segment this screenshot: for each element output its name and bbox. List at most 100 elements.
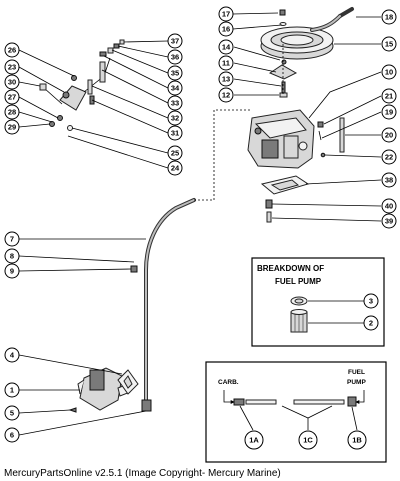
callout-1c [298, 430, 318, 450]
callout-13 [218, 71, 234, 87]
callout-7-label: 7 [10, 235, 14, 244]
callout-6 [4, 427, 20, 443]
fuel-line-box: CARB. FUEL PUMP [205, 361, 387, 463]
callout-19 [381, 104, 397, 120]
carburetor [247, 109, 315, 169]
carb-label: CARB. [218, 379, 239, 386]
fitting-1b [347, 396, 357, 407]
callout-26-label: 26 [8, 46, 16, 55]
callout-18-label: 18 [385, 13, 393, 22]
callout-14 [218, 39, 234, 55]
callout-6-label: 6 [10, 431, 14, 440]
breakdown-title-line2: FUEL PUMP [275, 277, 322, 286]
callout-12 [218, 87, 234, 103]
callout-19-label: 19 [385, 108, 393, 117]
hose-1c-left [245, 399, 277, 405]
bolt-39 [266, 211, 272, 223]
callout-1b [347, 430, 367, 450]
fitting-1a [233, 398, 245, 406]
callout-15-label: 15 [385, 40, 393, 49]
callout-27 [4, 89, 20, 105]
callout-1 [4, 382, 20, 398]
callout-37 [167, 33, 183, 49]
callout-23-label: 23 [8, 63, 16, 72]
fitting-6 [141, 399, 152, 412]
callout-14-label: 14 [222, 43, 231, 52]
callout-9 [4, 263, 20, 279]
callout-7 [4, 231, 20, 247]
hose-1c-right [293, 399, 345, 405]
callout-8 [4, 248, 20, 264]
callout-25-label: 25 [171, 149, 179, 158]
callout-1b-label: 1B [352, 436, 362, 445]
callout-1a-label: 1A [249, 436, 259, 445]
breakdown-box-frame [251, 257, 385, 347]
callout-30-label: 30 [8, 78, 16, 87]
callout-35 [167, 65, 183, 81]
callout-16-label: 16 [222, 25, 230, 34]
callout-33 [167, 95, 183, 111]
callout-12-label: 12 [222, 91, 230, 100]
callout-10 [381, 64, 397, 80]
callout-2-label: 2 [369, 319, 373, 328]
callout-36 [167, 49, 183, 65]
choke-bracket [59, 85, 87, 111]
callout-21-label: 21 [385, 92, 393, 101]
nut-17 [279, 9, 286, 16]
callout-39 [381, 213, 397, 229]
callout-40-label: 40 [385, 202, 393, 211]
callout-9-label: 9 [10, 267, 14, 276]
callout-21 [381, 88, 397, 104]
callout-17 [218, 6, 234, 22]
callout-20 [381, 127, 397, 143]
leader-lines [18, 12, 382, 436]
callout-8-label: 8 [10, 252, 14, 261]
callout-32-label: 32 [171, 114, 179, 123]
callout-28-label: 28 [8, 108, 16, 117]
callout-1c-label: 1C [303, 436, 313, 445]
callout-18 [381, 9, 397, 25]
callout-5 [4, 405, 20, 421]
callout-10-label: 10 [385, 68, 393, 77]
callout-22-label: 22 [385, 153, 393, 162]
callout-38-label: 38 [385, 176, 393, 185]
callout-23 [4, 59, 20, 75]
callout-4 [4, 347, 20, 363]
stud-13 [281, 81, 286, 95]
fuel-pump-label-line2: PUMP [347, 379, 366, 386]
fuel-pump-label-line1: FUEL [348, 369, 365, 376]
callout-35-label: 35 [171, 69, 179, 78]
callout-29 [4, 119, 20, 135]
callout-40 [381, 198, 397, 214]
clamp-9 [130, 265, 138, 273]
linkage-group [39, 39, 125, 131]
fuel-line-hose [144, 198, 196, 407]
nut-12 [279, 92, 288, 98]
callout-29-label: 29 [8, 123, 16, 132]
callout-1a [244, 430, 264, 450]
callout-34-label: 34 [171, 84, 180, 93]
callout-28 [4, 104, 20, 120]
callout-4-label: 4 [10, 351, 15, 360]
callout-13-label: 13 [222, 75, 230, 84]
copyright-caption: MercuryPartsOnline v2.5.1 (Image Copyrig… [4, 468, 281, 479]
callout-22 [381, 149, 397, 165]
callout-33-label: 33 [171, 99, 179, 108]
callout-1-label: 1 [10, 386, 14, 395]
breakdown-box: BREAKDOWN OF FUEL PUMP [251, 257, 385, 347]
part-21 [317, 121, 324, 128]
callout-2 [363, 315, 379, 331]
flame-arrestor-group [260, 7, 354, 98]
callout-37-label: 37 [171, 37, 179, 46]
breakdown-title-line1: BREAKDOWN OF [257, 264, 324, 273]
callout-20-label: 20 [385, 131, 393, 140]
callout-39-label: 39 [385, 217, 393, 226]
callouts: 17 16 18 14 15 11 13 12 10 21 19 20 22 3… [4, 6, 397, 450]
callout-17-label: 17 [222, 10, 230, 19]
callout-31-label: 31 [171, 129, 179, 138]
callout-27-label: 27 [8, 93, 16, 102]
callout-30 [4, 74, 20, 90]
callout-25 [167, 145, 183, 161]
carburetor-group [247, 109, 345, 223]
